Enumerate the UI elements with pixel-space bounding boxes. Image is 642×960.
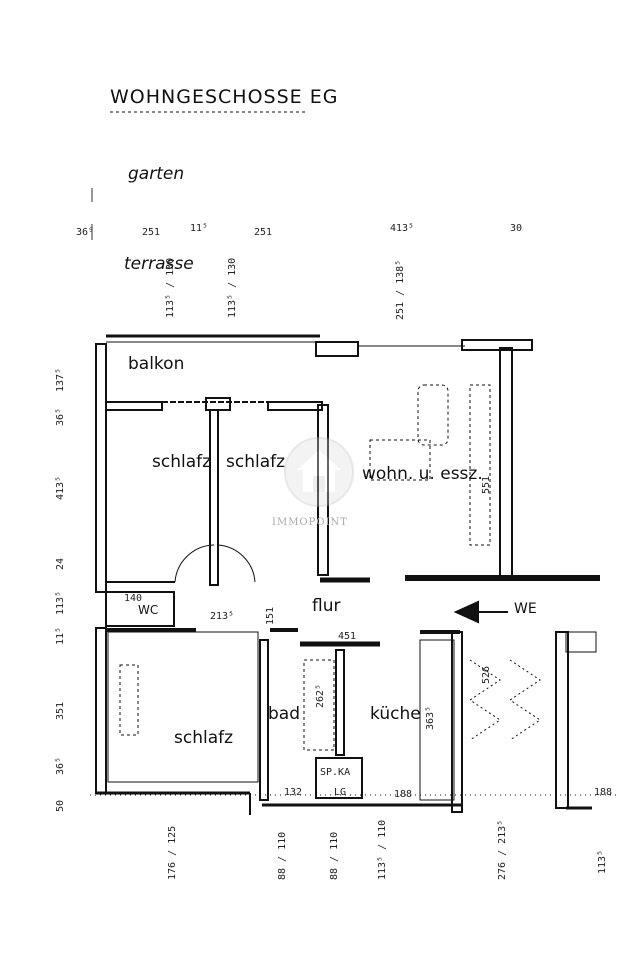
top-vdim-1: 113⁵ / 130 [165, 257, 176, 318]
bottom-dim-6: 113⁵ [597, 849, 608, 874]
room-spka: SP.KA [320, 767, 351, 778]
room-wohn-essz: wohn. u. essz. [362, 464, 483, 484]
room-schlafz-3: schlafz [174, 728, 234, 748]
dim-bad-width: 451 [338, 631, 357, 642]
room-lg: LG [334, 787, 347, 798]
left-dim-1: 137⁵ [55, 367, 66, 392]
dim-wohn-depth: 551 [481, 475, 492, 494]
dim-flur-width: 213⁵ [210, 611, 235, 622]
left-dim-3: 413⁵ [55, 475, 66, 500]
top-dim-3: 11⁵ [190, 223, 209, 234]
top-dim-1: 36⁹ [76, 227, 95, 238]
room-bad: bad [268, 704, 300, 724]
top-dim-5: 413⁵ [390, 223, 415, 234]
bottom-dim-1: 176 / 125 [167, 825, 178, 880]
left-dim-4: 24 [55, 557, 66, 570]
immopoint-logo [284, 437, 354, 507]
bottom-dim-3: 88 / 110 [329, 831, 340, 880]
terrace-label: terrasse [124, 254, 194, 274]
top-vdim-3: 251 / 138⁵ [395, 259, 406, 320]
entrance-label: WE [514, 601, 537, 617]
room-schlafz-2: schlafz [226, 452, 286, 472]
watermark-text: IMMOPOINT [272, 517, 348, 528]
room-flur: flur [312, 596, 341, 616]
bottom-dim-4: 113⁵ / 110 [377, 819, 388, 880]
top-dim-4: 251 [254, 227, 273, 238]
top-dim-6: 30 [510, 223, 523, 234]
dim-wc-width: 140 [124, 593, 143, 604]
left-dim-9: 50 [55, 799, 66, 812]
garden-label: garten [128, 164, 185, 184]
left-dim-5: 113⁵ [55, 590, 66, 615]
left-dim-2: 36⁵ [55, 407, 66, 426]
dim-kueche-width: 188 [394, 789, 413, 800]
room-wc: WC [138, 603, 159, 617]
left-dim-6: 11⁵ [55, 626, 66, 645]
room-kueche: küche [370, 704, 421, 724]
dim-small: 132 [284, 787, 303, 798]
dim-stair-depth: 526 [481, 665, 492, 684]
left-dim-7: 351 [55, 701, 66, 720]
bottom-dim-5: 276 / 213⁵ [497, 819, 508, 880]
plan-title: WOHNGESCHOSSE EG [110, 86, 339, 108]
top-vdim-2: 113⁵ / 130 [227, 257, 238, 318]
dim-bad-depth: 262⁵ [315, 683, 326, 708]
dim-kueche-depth: 363⁵ [425, 705, 436, 730]
dim-flur-depth: 151 [265, 606, 276, 625]
dim-right-width: 188 [594, 787, 613, 798]
room-schlafz-1: schlafz [152, 452, 212, 472]
top-dim-2: 251 [142, 227, 161, 238]
room-balkon: balkon [128, 354, 185, 374]
bottom-dim-2: 88 / 110 [277, 831, 288, 880]
left-dim-8: 36⁵ [55, 756, 66, 775]
